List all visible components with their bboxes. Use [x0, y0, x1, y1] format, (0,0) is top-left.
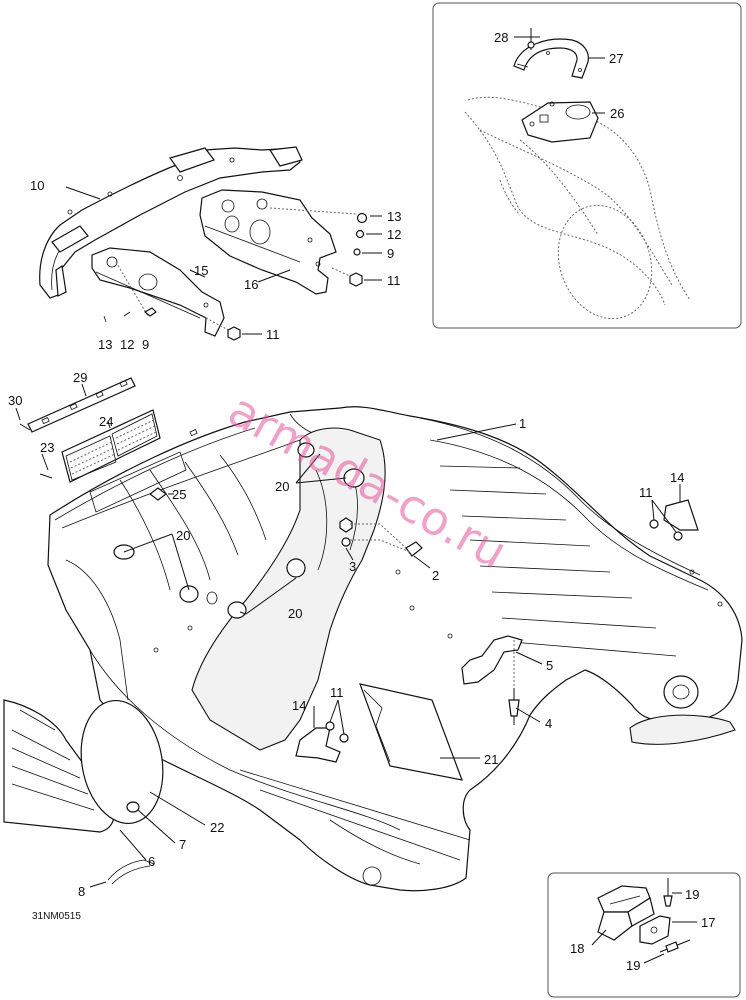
callout-labels: 1 2 3 4 5 6 7 8 9 9 10 11 11 11 11 12 12…	[8, 30, 715, 973]
rear-bumper-assembly	[39, 146, 382, 341]
callout-28: 28	[494, 30, 508, 45]
callout-10: 10	[30, 178, 44, 193]
callout-16: 16	[244, 277, 258, 292]
callout-15: 15	[194, 263, 208, 278]
callout-14-center: 14	[292, 698, 306, 713]
callout-12-left: 12	[120, 337, 134, 352]
callout-27: 27	[609, 51, 623, 66]
callout-17: 17	[701, 915, 715, 930]
callout-1: 1	[519, 416, 526, 431]
callout-25: 25	[172, 487, 186, 502]
callout-26: 26	[610, 106, 624, 121]
callout-18: 18	[570, 941, 584, 956]
callout-20-top: 20	[275, 479, 289, 494]
callout-22: 22	[210, 820, 224, 835]
callout-11-bumper-right: 11	[387, 273, 401, 288]
callout-5: 5	[546, 658, 553, 673]
callout-3: 3	[349, 559, 356, 574]
callout-13-bumper: 13	[387, 209, 401, 224]
callout-14-right: 14	[670, 470, 684, 485]
callout-12-bumper: 12	[387, 227, 401, 242]
vent-assembly	[15, 377, 198, 513]
callout-21: 21	[484, 752, 498, 767]
callout-11-bumper-left: 11	[266, 327, 280, 342]
callout-20-left: 20	[176, 528, 190, 543]
callout-11-right: 11	[639, 485, 653, 500]
callout-19-top: 19	[685, 887, 699, 902]
callout-20-bottom: 20	[288, 606, 302, 621]
callout-4: 4	[545, 716, 552, 731]
callout-2: 2	[432, 568, 439, 583]
right-bracket-assembly	[649, 484, 699, 541]
inset-detail-top	[432, 2, 742, 329]
callout-9-left: 9	[142, 337, 149, 352]
callout-6: 6	[148, 854, 155, 869]
side-panel-assembly	[3, 699, 206, 888]
callout-30: 30	[8, 393, 22, 408]
callout-29: 29	[73, 370, 87, 385]
main-body	[47, 406, 743, 892]
callout-13-left: 13	[98, 337, 112, 352]
callout-23: 23	[40, 440, 54, 455]
center-panel-assembly	[295, 683, 480, 781]
callout-24: 24	[99, 414, 113, 429]
callout-7: 7	[179, 837, 186, 852]
callout-19-bottom: 19	[626, 958, 640, 973]
callout-11-center: 11	[330, 685, 344, 700]
diagram-code: 31NM0515	[32, 911, 81, 922]
inset-detail-bottom	[547, 872, 741, 998]
callout-8: 8	[78, 884, 85, 899]
callout-9-bumper: 9	[387, 246, 394, 261]
